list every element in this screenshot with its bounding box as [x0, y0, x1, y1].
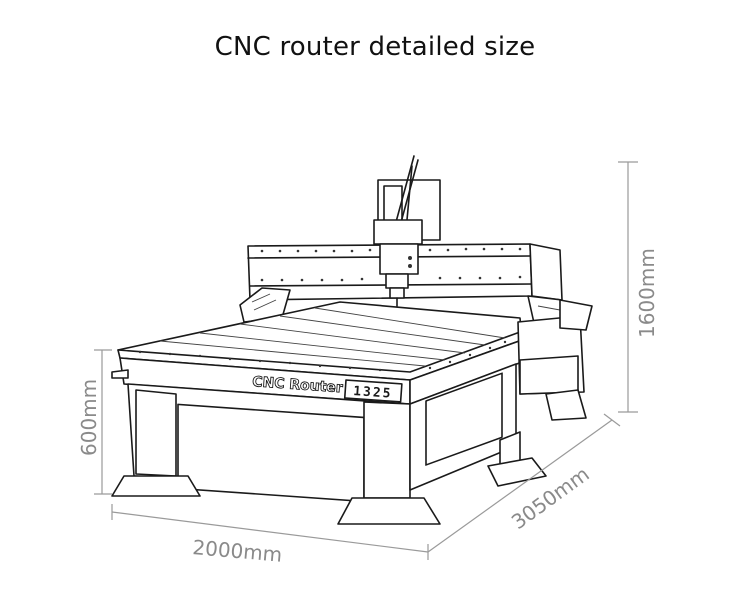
spindle-assembly [373, 155, 441, 307]
base-frame [111, 299, 593, 525]
machine-label-plate: CNC Router 1325 [251, 374, 403, 403]
width-dimension-label: 2000mm [192, 535, 284, 567]
machine-table [111, 301, 523, 405]
height-dimension-label: 1600mm [635, 248, 659, 338]
dimension-lines [94, 161, 638, 560]
machine-label: CNC Router [252, 374, 344, 396]
table-height-dimension-label: 600mm [77, 379, 101, 456]
page-title: CNC router detailed size [214, 32, 536, 62]
model-number: 1325 [353, 384, 393, 402]
